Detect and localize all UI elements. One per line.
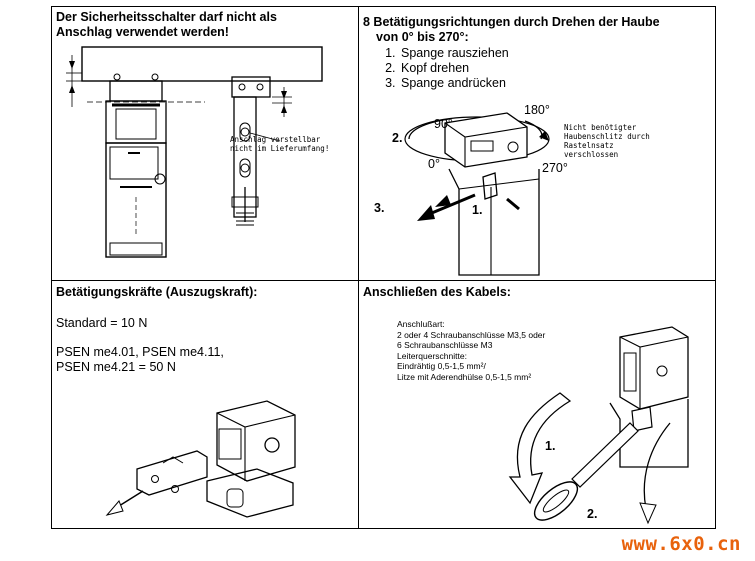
angle-90: 90° <box>434 117 453 131</box>
cable-step-2: 2. <box>587 507 598 521</box>
callout-line1: Anschlag verstellbar <box>230 135 321 144</box>
slot-note-line: Haubenschlitz durch <box>564 132 650 141</box>
cable-spec-line: Leiterquerschnitte: <box>397 350 467 361</box>
pull-force-drawing <box>105 400 296 518</box>
stop-callout: Anschlag verstellbar nicht im Lieferumfa… <box>230 135 360 153</box>
rotation-steps: Spange rausziehen Kopf drehen Spange and… <box>363 46 713 91</box>
angle-270: 270° <box>542 161 568 175</box>
forces-models-line1: PSEN me4.01, PSEN me4.11, <box>56 345 224 359</box>
slot-note-line: Nicht benötigter <box>564 123 637 132</box>
step-marker-3: 3. <box>374 201 385 215</box>
cable-spec-line: Eindrähtig 0,5-1,5 mm²/ <box>397 361 486 371</box>
forces-standard: Standard = 10 N <box>56 316 148 330</box>
cable-spec: Anschlußart: 2 oder 4 Schraubanschlüsse … <box>397 319 607 382</box>
document-table: Der Sicherheitsschalter darf nicht als A… <box>51 6 716 529</box>
cell-bottom-left: Betätigungskräfte (Auszugskraft): Standa… <box>56 285 354 375</box>
slot-note-line: Rastelnsatz <box>564 141 614 150</box>
slot-note: Nicht benötigter Haubenschlitz durch Ras… <box>564 123 714 159</box>
cell-bottom-right: Anschließen des Kabels: <box>363 285 713 300</box>
warning-title-line2: Anschlag verwendet werden! <box>56 25 229 39</box>
cable-spec-line: Litze mit Aderendhülse 0,5-1,5 mm² <box>397 371 532 382</box>
forces-models-line2: PSEN me4.21 = 50 N <box>56 360 176 374</box>
rotation-title-line2: von 0° bis 270°: <box>376 30 469 44</box>
forces-title: Betätigungskräfte (Auszugskraft): <box>56 285 258 299</box>
rotation-title-line1: 8 Betätigungsrichtungen durch Drehen der… <box>363 15 660 29</box>
warning-title-line1: Der Sicherheitsschalter darf nicht als <box>56 10 277 24</box>
callout-line2: nicht im Lieferumfang! <box>230 144 330 153</box>
slot-note-line: verschlossen <box>564 150 619 159</box>
step-marker-2: 2. <box>392 131 403 145</box>
cable-connection-drawing <box>508 326 689 525</box>
rotation-step: Spange rausziehen <box>399 46 713 61</box>
column-divider <box>358 7 360 528</box>
watermark: www.6x0.cn <box>621 533 741 555</box>
cell-top-right: 8 Betätigungsrichtungen durch Drehen der… <box>363 15 713 91</box>
cable-spec-line: 2 oder 4 Schraubanschlüsse M3,5 oder <box>397 329 546 340</box>
step-marker-1: 1. <box>472 203 483 217</box>
angle-0: 0° <box>428 157 440 171</box>
cable-spec-line: Anschlußart: <box>397 319 445 329</box>
cable-step-1: 1. <box>545 439 556 453</box>
cable-spec-line: 6 Schraubanschlüsse M3 <box>397 340 493 350</box>
row-divider <box>52 280 715 282</box>
cell-top-left: Der Sicherheitsschalter darf nicht als A… <box>56 10 354 40</box>
rotation-step: Kopf drehen <box>399 61 713 76</box>
stop-mounting-drawing <box>66 46 323 258</box>
cable-title: Anschließen des Kabels: <box>363 285 511 299</box>
angle-180: 180° <box>524 103 550 117</box>
rotation-step: Spange andrücken <box>399 76 713 91</box>
rotation-drawing <box>404 112 550 276</box>
